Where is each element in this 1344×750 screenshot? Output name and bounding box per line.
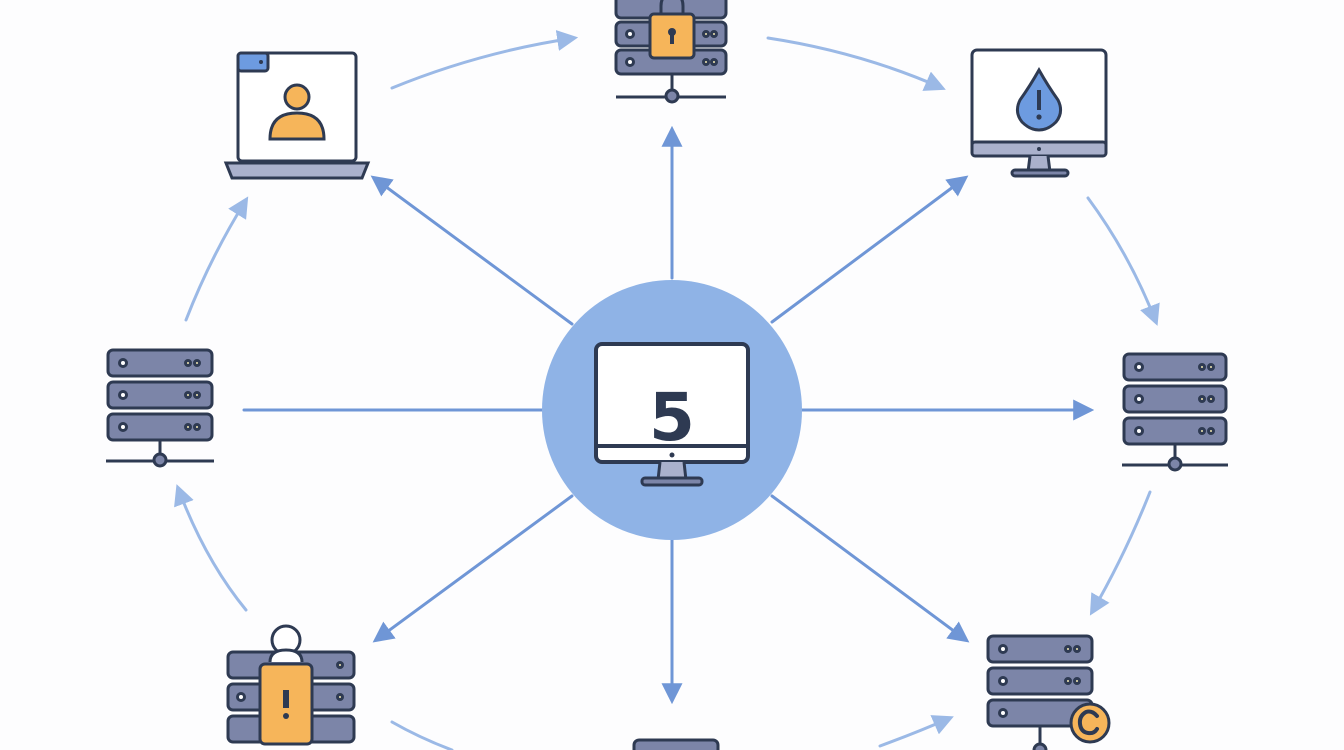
node-bottom-right-server-copyright — [986, 634, 1111, 750]
ring-arrow-monitor-to-right-server — [1086, 196, 1160, 326]
hub-label: 5 — [649, 379, 695, 456]
node-right-server — [1122, 352, 1228, 472]
ring-arrow-bottom-left-to-left-server — [174, 484, 248, 612]
laptop-user-icon — [223, 51, 371, 180]
server-user-lock-icon — [226, 624, 356, 746]
ring-arrow-bottom-to-bottom-right — [878, 715, 954, 748]
node-top-left-laptop-user — [223, 51, 371, 180]
ring-arrows — [174, 30, 1160, 750]
server-lock-icon — [614, 0, 728, 104]
hub: 5 — [542, 280, 802, 540]
server-icon — [106, 348, 214, 468]
spoke-arrow-top-right — [770, 175, 969, 324]
monitor-icon — [594, 342, 750, 487]
server-icon — [1122, 352, 1228, 472]
node-top-right-monitor-alert — [970, 48, 1108, 178]
spoke-arrow-top-left — [370, 175, 574, 326]
node-top-server-lock — [614, 0, 728, 104]
server-copyright-icon — [986, 634, 1111, 750]
ring-arrow-top-server-to-monitor — [766, 36, 946, 91]
node-bottom-monitor — [632, 738, 720, 750]
ring-arrow-left-server-to-laptop — [184, 196, 249, 322]
spoke-arrows — [242, 125, 1095, 705]
node-left-server — [106, 348, 214, 468]
monitor-water-drop-alert-icon — [970, 48, 1108, 178]
monitor-icon — [632, 738, 720, 750]
ring-arrow-laptop-to-top-server — [390, 30, 579, 90]
node-bottom-left-server-user-lock — [226, 624, 356, 746]
spoke-arrow-bottom-left — [372, 494, 574, 643]
ring-arrow-right-server-to-bottom-right — [1089, 490, 1152, 616]
spoke-arrow-bottom-right — [770, 494, 970, 643]
ring-arrow-bottom-left-to-bottom — [390, 720, 454, 750]
